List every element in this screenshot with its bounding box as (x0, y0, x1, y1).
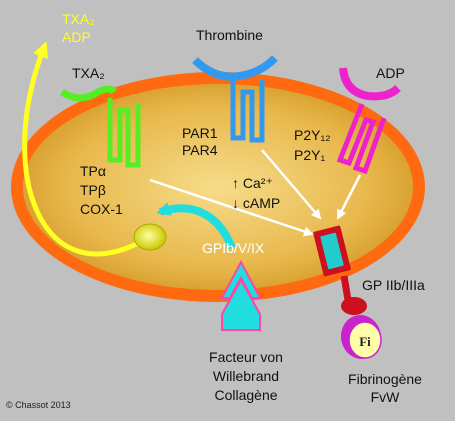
tp-label-1: TPα (80, 163, 106, 179)
par-receptor (192, 55, 278, 143)
facteur-label-2: Willebrand (213, 368, 279, 384)
p2y-receptor (336, 67, 401, 175)
facteur-label-3: Collagène (214, 387, 277, 403)
gpib-label: GPIb/V/IX (202, 240, 265, 256)
gp2b3a-receptor (313, 225, 367, 315)
fibrinogene-label-1: Fibrinogène (348, 371, 422, 387)
par-label-1: PAR1 (182, 125, 218, 141)
gp2b3a-label: GP IIb/IIIa (362, 277, 425, 293)
fibrinogen-molecule: Fi (340, 315, 382, 359)
txa2-receptor (60, 85, 141, 168)
tp-label-3: COX-1 (80, 201, 123, 217)
adp-receptor-label: ADP (376, 65, 405, 81)
camp-label: ↓ cAMP (232, 195, 280, 211)
par-label-2: PAR4 (182, 142, 218, 158)
feedback-loop-arrow (22, 41, 150, 257)
p2y-signal-arrow (336, 174, 362, 220)
dense-granule (133, 223, 167, 251)
facteur-label-1: Facteur von (209, 349, 283, 365)
p2y-label-1: P2Y₁₂ (294, 127, 331, 143)
top-left-mediator-2: ADP (62, 29, 91, 45)
top-left-mediator-1: TXA₂ (62, 11, 95, 27)
thrombine-label: Thrombine (196, 27, 263, 43)
tp-label-2: TPβ (80, 182, 106, 198)
gpib-receptor (220, 259, 262, 331)
calcium-label: ↑ Ca²⁺ (232, 175, 273, 191)
p2y-label-2: P2Y₁ (294, 147, 325, 163)
fibrinogene-label-2: FvW (371, 389, 401, 405)
gpib-to-granule-arrow (156, 202, 236, 250)
copyright-credit: © Chassot 2013 (6, 400, 71, 410)
tp-signal-arrow (149, 178, 314, 237)
par-signal-arrow (261, 149, 322, 220)
txa2-receptor-label: TXA₂ (72, 65, 105, 81)
fi-label: Fi (359, 334, 371, 349)
